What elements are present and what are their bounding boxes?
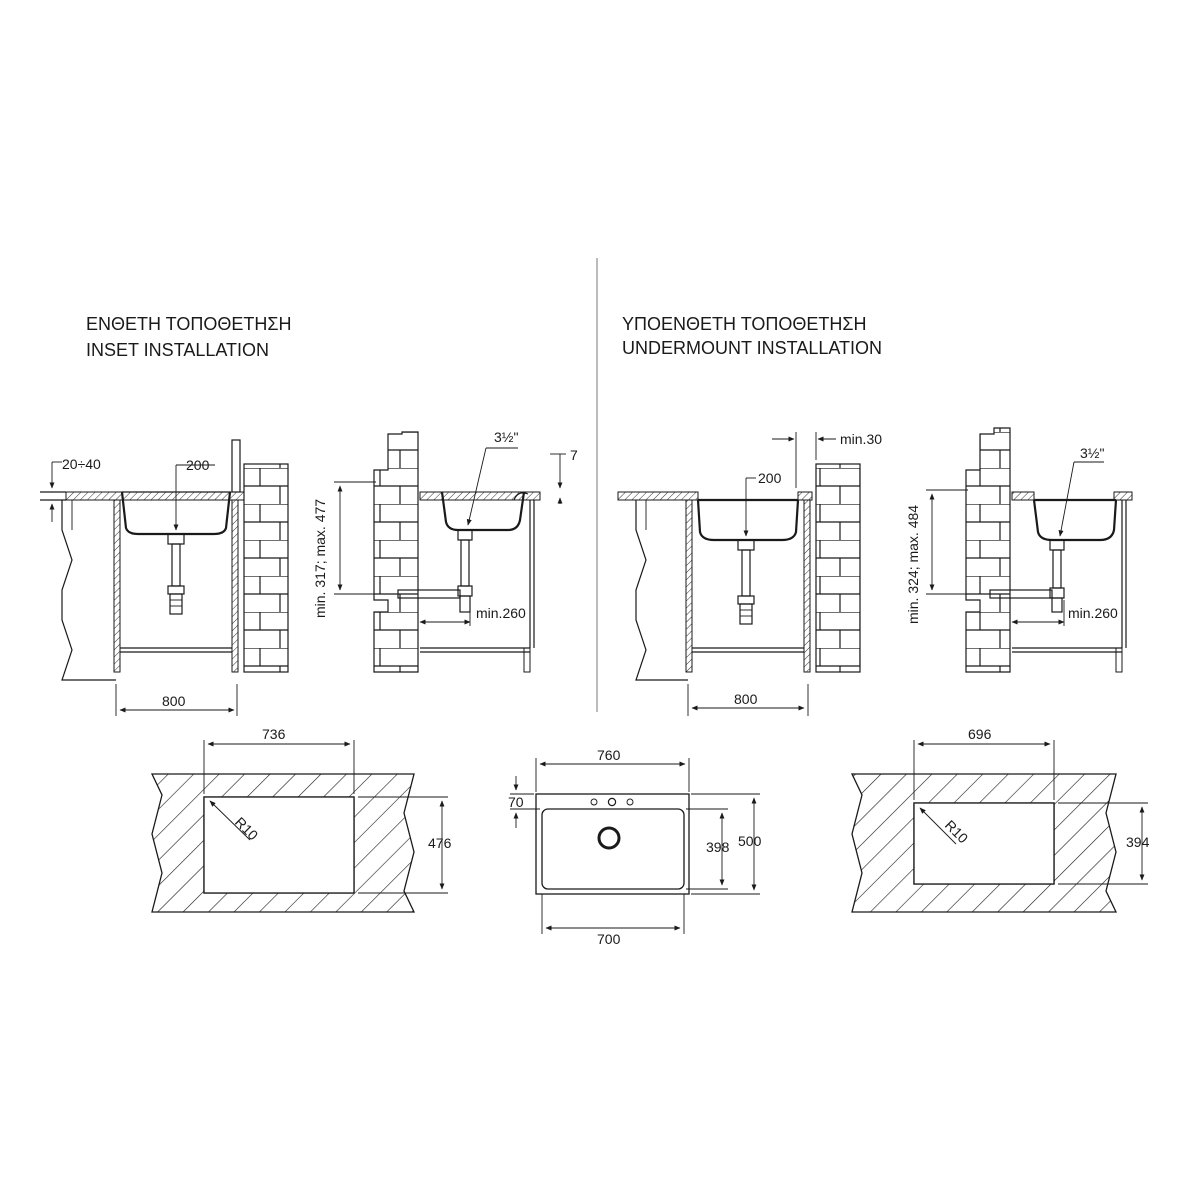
drain-hole-icon (597, 826, 621, 850)
sink-tap-zone-label: 70 (508, 794, 524, 810)
sink-bowl-depth-label: 398 (706, 839, 730, 855)
inset-cabinet-width-label: 800 (162, 693, 186, 709)
undermount-pipe-size-label: 3½" (1080, 445, 1104, 461)
inset-title-greek: ΕΝΘΕΤΗ ΤΟΠΟΘΕΤΗΣΗ (86, 314, 291, 334)
undermount-wall-distance-label: min.260 (1068, 605, 1118, 621)
inset-side-section (334, 431, 566, 673)
undermount-side-section (926, 427, 1133, 673)
inset-cutout-height-label: 476 (428, 835, 452, 851)
inset-height-range-label: min. 317; max. 477 (312, 499, 328, 618)
undermount-cutout-height-label: 394 (1126, 834, 1150, 850)
undermount-cutout-plan (850, 740, 1148, 913)
undermount-front-section (617, 432, 861, 716)
tap-hole-icon (626, 798, 634, 806)
inset-cutout-width-label: 736 (262, 726, 286, 742)
sink-inner-width-label: 700 (597, 931, 621, 947)
tap-hole-icon (607, 797, 617, 807)
sink-outer-depth-label: 500 (738, 833, 762, 849)
tap-hole-icon (590, 798, 598, 806)
inset-rim-label: 7 (570, 447, 578, 463)
inset-wall-distance-label: min.260 (476, 605, 526, 621)
inset-thickness-label: 20÷40 (62, 456, 101, 472)
sink-outer-width-label: 760 (597, 747, 621, 763)
undermount-overhang-label: min.30 (840, 431, 882, 447)
undermount-height-range-label: min. 324; max. 484 (905, 505, 921, 624)
undermount-title-greek: ΥΠΟΕΝΘΕΤΗ ΤΟΠΟΘΕΤΗΣΗ (622, 314, 867, 334)
sink-top-view (510, 758, 760, 934)
inset-drain-offset-label: 200 (186, 457, 210, 473)
inset-front-section (40, 439, 289, 716)
inset-title-english: INSET INSTALLATION (86, 340, 269, 360)
undermount-cutout-width-label: 696 (968, 726, 992, 742)
undermount-drain-offset-label: 200 (758, 470, 782, 486)
inset-cutout-plan (150, 740, 448, 913)
inset-pipe-size-label: 3½" (494, 429, 518, 445)
undermount-title-english: UNDERMOUNT INSTALLATION (622, 338, 882, 358)
undermount-cabinet-width-label: 800 (734, 691, 758, 707)
